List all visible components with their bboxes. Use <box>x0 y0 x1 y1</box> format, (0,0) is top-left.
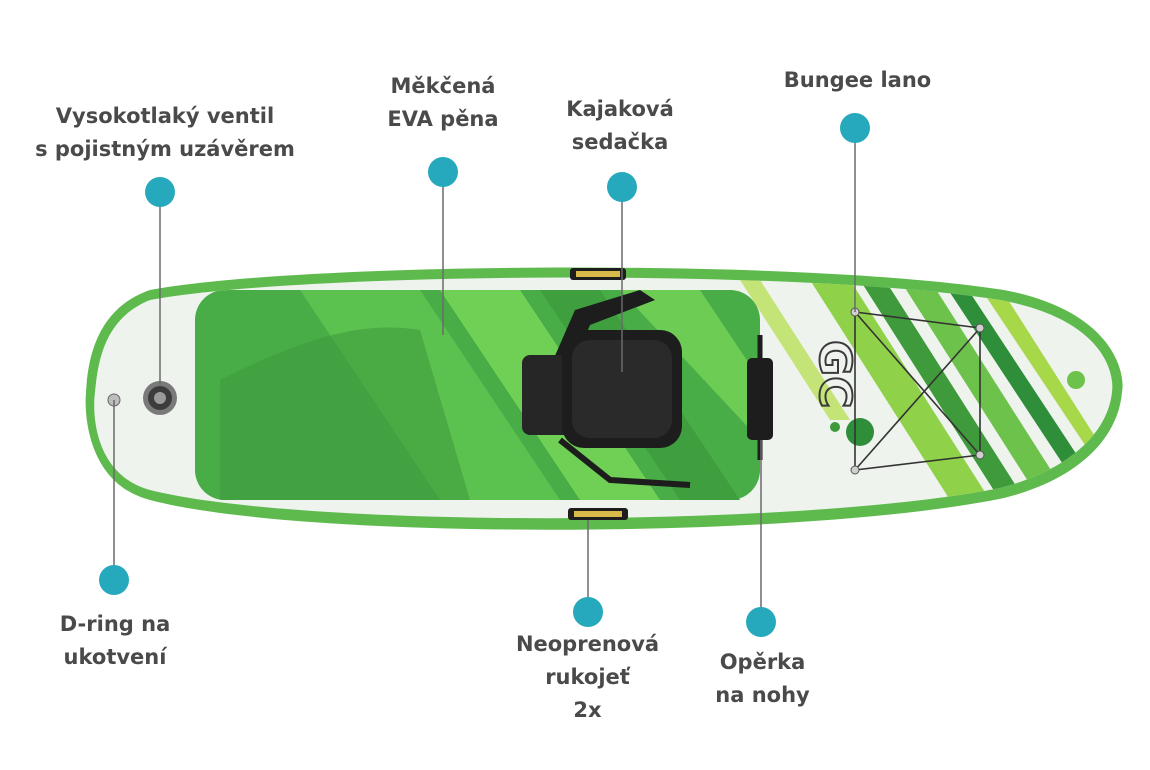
eva-dot-marker <box>428 157 458 187</box>
callout-label-line: sedačka <box>571 130 669 154</box>
callout-label-line: EVA pěna <box>387 107 499 131</box>
callout-label-line: Opěrka <box>719 650 806 674</box>
callout-label-bungee: Bungee lano <box>765 64 950 97</box>
d-ring-dot-marker <box>99 565 129 595</box>
foot-rest <box>747 335 773 460</box>
callout-label-footrest: Opěrka na nohy <box>690 646 835 712</box>
board-logo-text: GC <box>809 340 860 408</box>
callout-label-line: 2x <box>573 698 602 722</box>
side-handle-bottom <box>568 508 628 520</box>
callout-label-line: ukotvení <box>63 645 167 669</box>
callout-label-line: rukojeť <box>545 665 630 689</box>
callout-label-line: na nohy <box>715 683 810 707</box>
handle-dot-marker <box>573 597 603 627</box>
callout-label-kayak-seat: Kajaková sedačka <box>545 93 695 159</box>
valve-dot-marker <box>145 177 175 207</box>
nose-graphics <box>740 280 1110 500</box>
callout-label-line: Bungee lano <box>783 68 932 92</box>
side-handle-top <box>570 268 626 280</box>
kayak-seat <box>522 290 691 488</box>
callout-label-valve: Vysokotlaký ventil s pojistným uzávěrem <box>30 100 300 166</box>
callout-label-line: Kajaková <box>566 97 674 121</box>
valve <box>143 381 177 415</box>
callout-label-line: s pojistným uzávěrem <box>35 137 295 161</box>
callout-label-line: Vysokotlaký ventil <box>55 104 275 128</box>
callout-label-eva-foam: Měkčená EVA pěna <box>368 70 518 136</box>
footrest-dot-marker <box>746 607 776 637</box>
bungee-cord <box>854 311 981 471</box>
bungee-dot-marker <box>840 113 870 143</box>
callout-label-line: Neoprenová <box>515 632 660 656</box>
callout-label-d-ring: D-ring na ukotvení <box>40 608 190 674</box>
callout-label-handle: Neoprenová rukojeť 2x <box>495 628 680 727</box>
seat-dot-marker <box>607 172 637 202</box>
callout-label-line: D-ring na <box>59 612 171 636</box>
callout-label-line: Měkčená <box>390 74 496 98</box>
